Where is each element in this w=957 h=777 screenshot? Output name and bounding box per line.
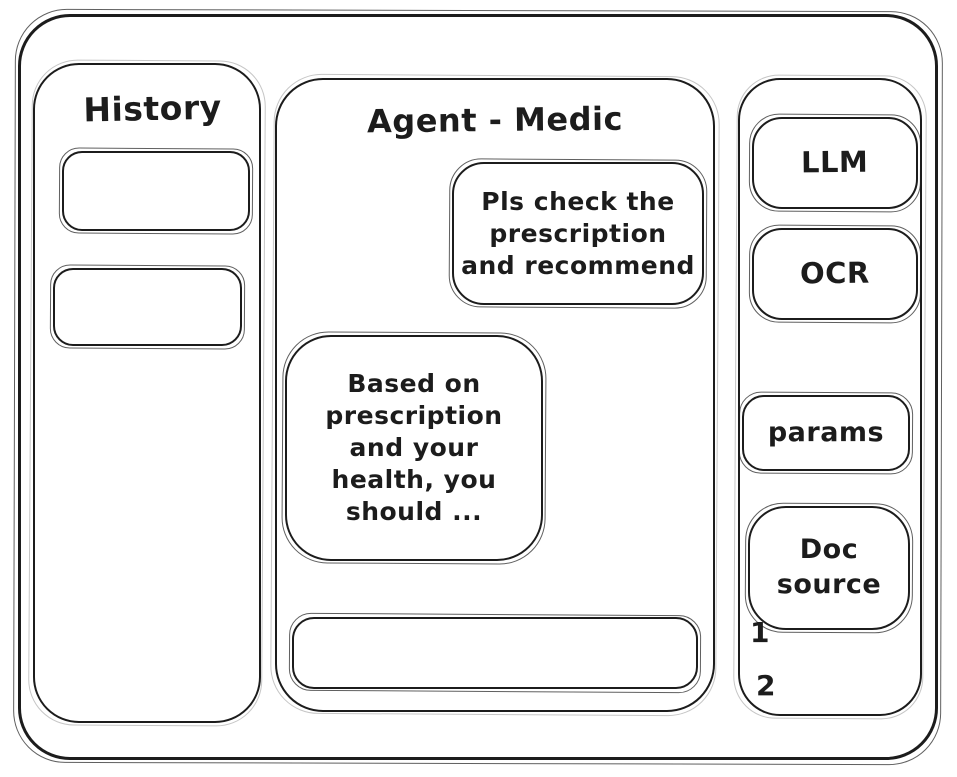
params-button[interactable]: params bbox=[742, 395, 910, 471]
llm-button[interactable]: LLM bbox=[752, 117, 918, 209]
history-item[interactable] bbox=[62, 151, 250, 231]
user-message-text: Pls check the prescription and recommend bbox=[461, 186, 695, 280]
ocr-button-label: OCR bbox=[799, 256, 871, 291]
params-button-label: params bbox=[767, 416, 885, 448]
doc-source-item[interactable]: 1 bbox=[750, 616, 770, 649]
llm-button-label: LLM bbox=[801, 145, 869, 180]
assistant-message-text: Based on prescription and your health, y… bbox=[325, 369, 503, 526]
chat-input[interactable] bbox=[292, 617, 698, 689]
ocr-button[interactable]: OCR bbox=[752, 228, 918, 320]
history-item[interactable] bbox=[53, 268, 242, 346]
history-title: History bbox=[82, 87, 223, 130]
doc-source-item[interactable]: 2 bbox=[756, 669, 776, 702]
doc-source-button[interactable]: Doc source bbox=[748, 506, 910, 630]
user-message-bubble: Pls check the prescription and recommend bbox=[452, 162, 704, 305]
chat-title: Agent - Medic bbox=[366, 99, 624, 141]
doc-source-button-label: Doc source bbox=[776, 534, 882, 600]
assistant-message-bubble: Based on prescription and your health, y… bbox=[285, 335, 543, 561]
